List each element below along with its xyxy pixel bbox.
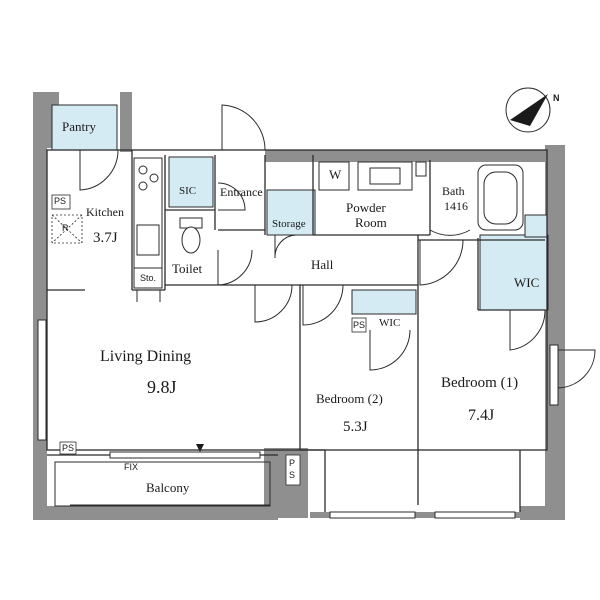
living-label: Living Dining <box>100 348 192 365</box>
storage-label: Storage <box>272 218 306 230</box>
bath-size: 1416 <box>444 199 468 213</box>
closets <box>51 104 549 315</box>
bedroom1-size: 7.4J <box>468 407 495 424</box>
ps-boxes <box>51 194 367 486</box>
bedroom1-label: Bedroom (1) <box>441 375 519 391</box>
ps-label-living: PS <box>62 443 75 453</box>
wic-small-label: WIC <box>379 317 401 329</box>
washer-label: W <box>329 167 342 182</box>
ps-label-balcony: P S <box>289 458 296 480</box>
bathtub <box>477 164 524 231</box>
ps-label-kitchen: PS <box>54 196 67 206</box>
bath-label: Bath <box>442 184 465 198</box>
windows <box>37 319 559 519</box>
pantry-label: Pantry <box>62 119 96 134</box>
toilet-label: Toilet <box>172 261 203 276</box>
living-size: 9.8J <box>147 377 177 397</box>
powder-fixtures <box>318 161 427 191</box>
fridge-space <box>51 214 83 244</box>
interior-walls <box>46 149 548 512</box>
powder-label-2: Room <box>355 215 387 230</box>
wic-large-label: WIC <box>514 275 540 290</box>
kitchen-counter <box>133 157 163 289</box>
bedroom2-label: Bedroom (2) <box>316 391 383 406</box>
balcony-area <box>54 461 271 507</box>
sic-label: SIC <box>179 185 197 197</box>
hall-label: Hall <box>311 257 334 272</box>
kitchen-label: Kitchen <box>86 205 124 219</box>
compass-icon <box>505 87 551 133</box>
toilet-fixture <box>179 217 203 254</box>
fridge-label: R <box>62 223 69 233</box>
balcony-label: Balcony <box>146 480 190 495</box>
sto-label: Sto. <box>140 273 157 283</box>
compass-north: N <box>553 93 560 103</box>
powder-label: Powder <box>346 200 386 215</box>
kitchen-size: 3.7J <box>93 230 118 246</box>
entry-marker <box>196 444 204 452</box>
entrance-label: Entrance <box>220 185 263 199</box>
doors <box>79 104 596 389</box>
bedroom2-size: 5.3J <box>343 419 368 435</box>
ps-label-wic: PS <box>353 320 366 330</box>
fix-label: FIX <box>124 462 139 472</box>
